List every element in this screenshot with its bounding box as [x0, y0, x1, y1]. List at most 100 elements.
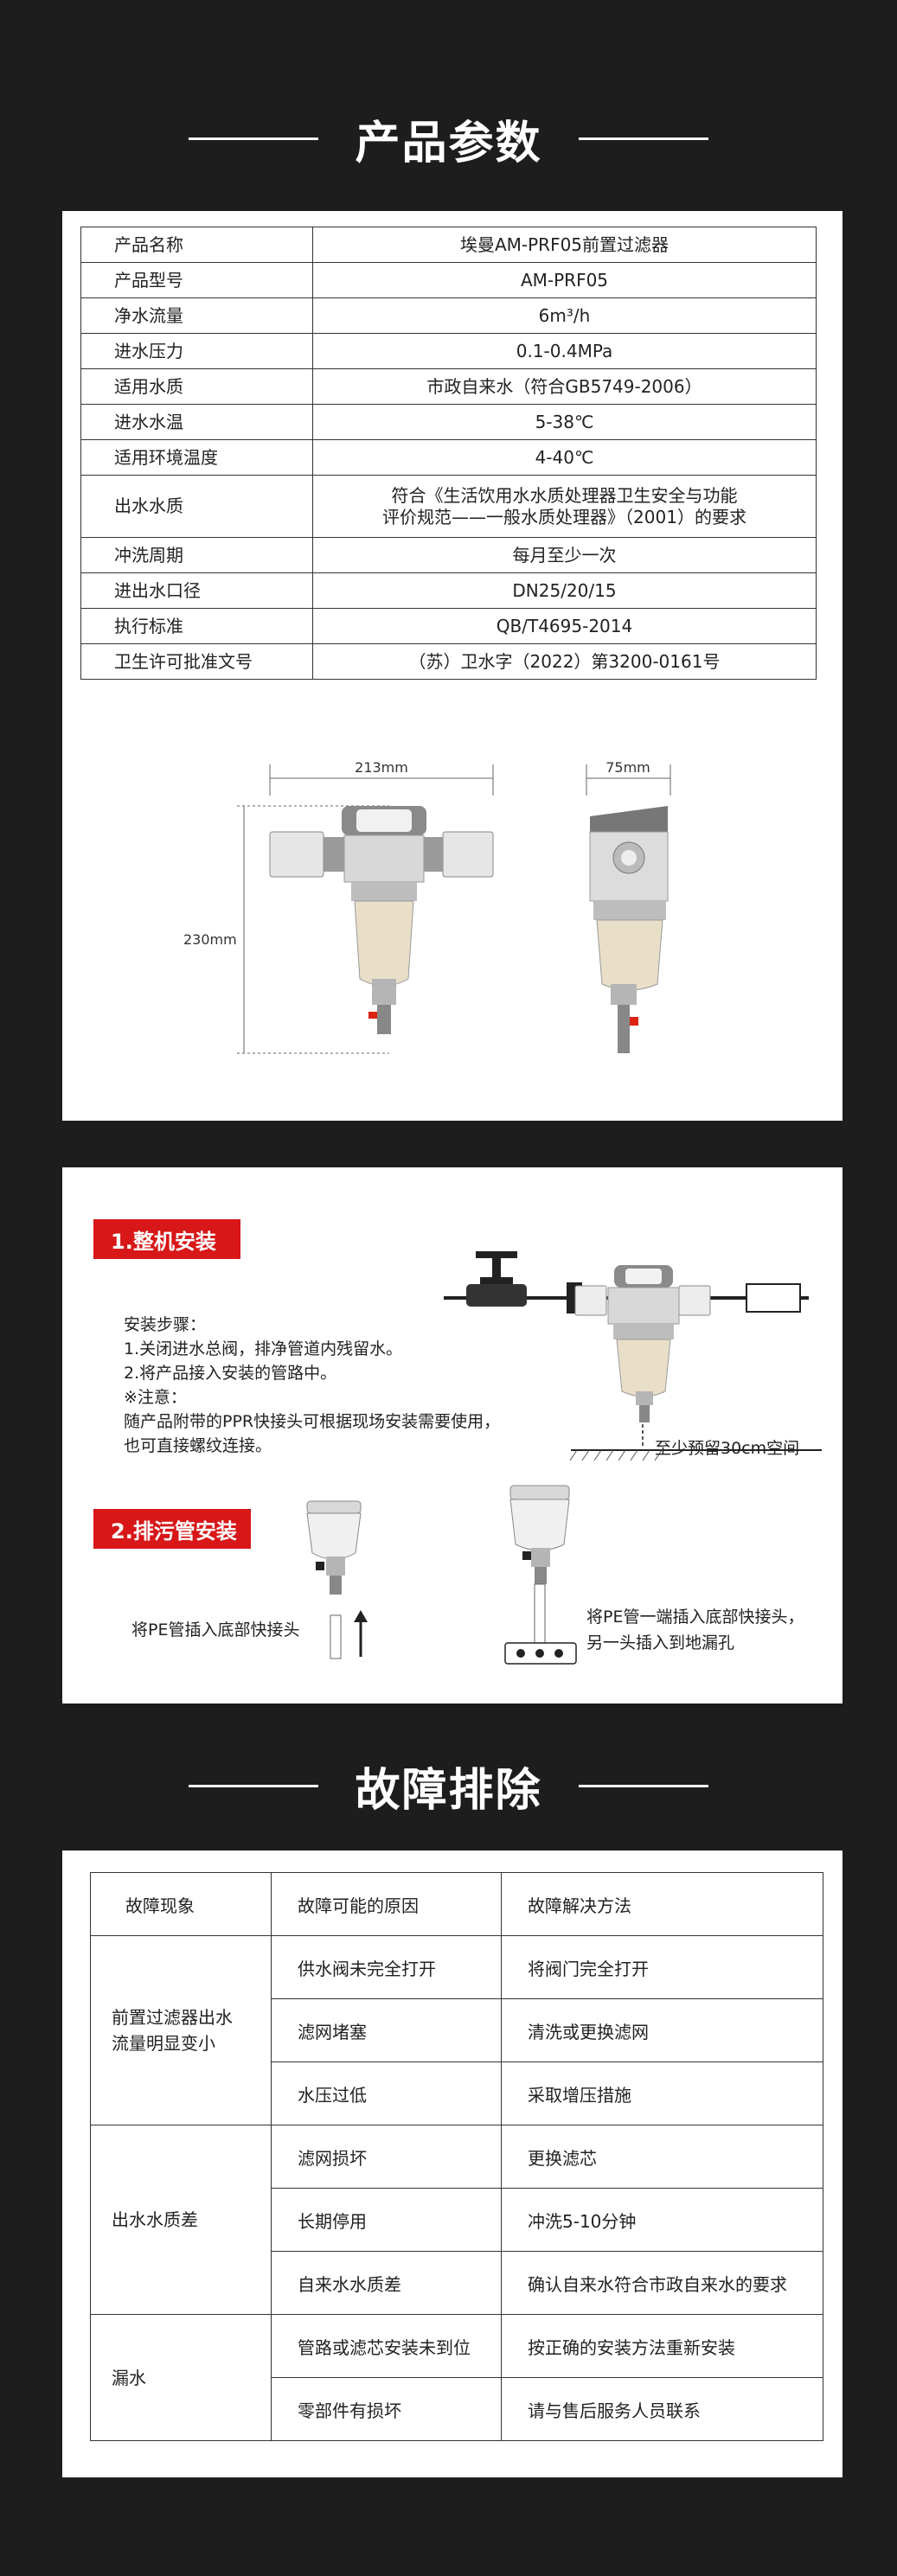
filter-front-view-icon: [269, 806, 494, 1034]
table-row: 冲洗周期每月至少一次: [80, 537, 817, 573]
table-row: 出水水质 符合《生活饮用水水质处理器卫生安全与功能评价规范——一般水质处理器》（…: [80, 475, 817, 538]
symptom-cell: 漏水: [90, 2314, 272, 2441]
installation-diagram: [444, 1251, 822, 1461]
dimension-drawing: 213mm 75mm 230mm: [183, 759, 671, 1054]
cause-cell: 管路或滤芯安装未到位: [271, 2314, 502, 2378]
cause-cell: 供水阀未完全打开: [271, 1935, 502, 1999]
table-header-row: 故障现象 故障可能的原因 故障解决方法: [90, 1872, 823, 1936]
table-row: 产品名称埃曼AM-PRF05前置过滤器: [80, 227, 817, 263]
spec-label: 适用水质: [80, 368, 313, 405]
filter-side-view-icon: [589, 806, 669, 1053]
cause-cell: 水压过低: [271, 2061, 502, 2125]
fix-cell: 冲洗5-10分钟: [501, 2188, 823, 2252]
cause-cell: 滤网堵塞: [271, 1998, 502, 2062]
header-rule-left: [189, 1784, 319, 1787]
spec-value: QB/T4695-2014: [312, 608, 817, 644]
spec-label: 执行标准: [80, 608, 313, 644]
step1-title-badge: 1.整机安装: [93, 1219, 240, 1259]
fix-cell: 清洗或更换滤网: [501, 1998, 823, 2062]
spec-value: （苏）卫水字（2022）第3200-0161号: [312, 643, 817, 680]
spec-value-line: 评价规范——一般水质处理器》（2001）的要求: [382, 506, 746, 527]
note-heading: ※注意：: [124, 1388, 187, 1407]
table-row: 水压过低 采取增压措施: [91, 2061, 823, 2125]
column-header: 故障解决方法: [501, 1872, 823, 1936]
header-rule-right: [578, 1784, 708, 1787]
pe-pipe-icon: [330, 1614, 342, 1659]
fault-section-header: 故障排除: [0, 1747, 897, 1825]
spec-value: 0.1-0.4MPa: [312, 333, 817, 369]
width-dimension-label: 213mm: [355, 759, 408, 776]
spec-value-line: 符合《生活饮用水水质处理器卫生安全与功能: [391, 484, 738, 506]
spec-label: 进出水口径: [80, 572, 313, 609]
table-row: 卫生许可批准文号（苏）卫水字（2022）第3200-0161号: [80, 643, 817, 680]
fix-cell: 请与售后服务人员联系: [501, 2377, 823, 2441]
symptom-cell: 出水水质差: [90, 2125, 272, 2315]
depth-dimension-label: 75mm: [605, 759, 650, 776]
spec-label: 产品名称: [80, 227, 313, 263]
symptom-line: 前置过滤器出水: [112, 2007, 233, 2028]
table-row: 零部件有损坏 请与售后服务人员联系: [91, 2377, 823, 2441]
spec-value: DN25/20/15: [312, 572, 817, 609]
table-row: 自来水水质差 确认自来水符合市政自来水的要求: [91, 2251, 823, 2315]
spec-label: 卫生许可批准文号: [80, 643, 313, 680]
spec-value: 市政自来水（符合GB5749-2006）: [312, 368, 817, 405]
cause-cell: 自来水水质差: [271, 2251, 502, 2315]
spec-value: 埃曼AM-PRF05前置过滤器: [312, 227, 817, 263]
spec-label: 冲洗周期: [80, 537, 313, 573]
table-row: 前置过滤器出水 流量明显变小 供水阀未完全打开 将阀门完全打开: [90, 1935, 823, 2125]
steps-heading: 安装步骤：: [124, 1315, 207, 1334]
step-line: 1.关闭进水总阀，排净管道内残留水。: [124, 1339, 403, 1358]
filter-bowl-icon: [306, 1500, 362, 1595]
table-row: 滤网堵塞 清洗或更换滤网: [91, 1998, 823, 2062]
fault-section-title: 故障排除: [355, 1764, 542, 1817]
step2-title-badge: 2.排污管安装: [93, 1509, 251, 1549]
drain-label-2-line: 另一头插入到地漏孔: [586, 1633, 735, 1652]
arrow-up-icon: [354, 1610, 368, 1657]
install-steps-block: 安装步骤： 1.关闭进水总阀，排净管道内残留水。 2.将产品接入安装的管路中。 …: [124, 1313, 530, 1458]
spec-value: 每月至少一次: [312, 537, 817, 573]
fix-cell: 确认自来水符合市政自来水的要求: [501, 2251, 823, 2315]
table-row: 漏水 管路或滤芯安装未到位 按正确的安装方法重新安装: [90, 2314, 823, 2441]
drain-label-1: 将PE管插入底部快接头: [131, 1620, 300, 1640]
table-row: 长期停用 冲洗5-10分钟: [91, 2188, 823, 2252]
spec-value: 6m³/h: [312, 297, 817, 334]
params-section-header: 产品参数: [0, 99, 897, 177]
fix-cell: 按正确的安装方法重新安装: [501, 2314, 823, 2378]
fix-cell: 采取增压措施: [501, 2061, 823, 2125]
fix-cell: 更换滤芯: [501, 2125, 823, 2189]
cause-cell: 零部件有损坏: [271, 2377, 502, 2441]
step-line: 2.将产品接入安装的管路中。: [124, 1364, 337, 1383]
drain-label-2-line: 将PE管一端插入底部快接头，: [586, 1608, 804, 1627]
spec-value: 符合《生活饮用水水质处理器卫生安全与功能评价规范——一般水质处理器》（2001）…: [312, 475, 817, 538]
spec-label: 进水压力: [80, 333, 313, 369]
note-line: 也可直接螺纹连接。: [124, 1436, 272, 1455]
params-section-title: 产品参数: [355, 117, 542, 169]
spec-label: 进水水温: [80, 404, 313, 440]
spec-label: 产品型号: [80, 262, 313, 298]
spec-label: 出水水质: [80, 475, 313, 538]
floor-drain-icon: [504, 1642, 577, 1665]
note-line: 随产品附带的PPR快接头可根据现场安装需要使用，: [124, 1412, 501, 1431]
table-row: 出水水质差 滤网损坏 更换滤芯: [90, 2125, 823, 2315]
spec-label: 净水流量: [80, 297, 313, 334]
symptom-line: 流量明显变小: [112, 2033, 215, 2054]
filter-unit-icon: [574, 1265, 711, 1422]
valve-icon: [466, 1251, 527, 1307]
height-dimension-label: 230mm: [183, 931, 237, 948]
table-row: 适用水质市政自来水（符合GB5749-2006）: [80, 368, 817, 405]
header-rule-left: [189, 137, 319, 140]
drain-diagram-2: [504, 1485, 577, 1665]
cause-cell: 长期停用: [271, 2188, 502, 2252]
clearance-label: 至少预留30cm空间: [655, 1439, 800, 1458]
filter-bowl-icon: [509, 1485, 570, 1584]
pe-pipe-icon: [534, 1583, 546, 1646]
cause-cell: 滤网损坏: [271, 2125, 502, 2189]
symptom-cell: 前置过滤器出水 流量明显变小: [90, 1935, 272, 2125]
spec-value: 5-38℃: [312, 404, 817, 440]
